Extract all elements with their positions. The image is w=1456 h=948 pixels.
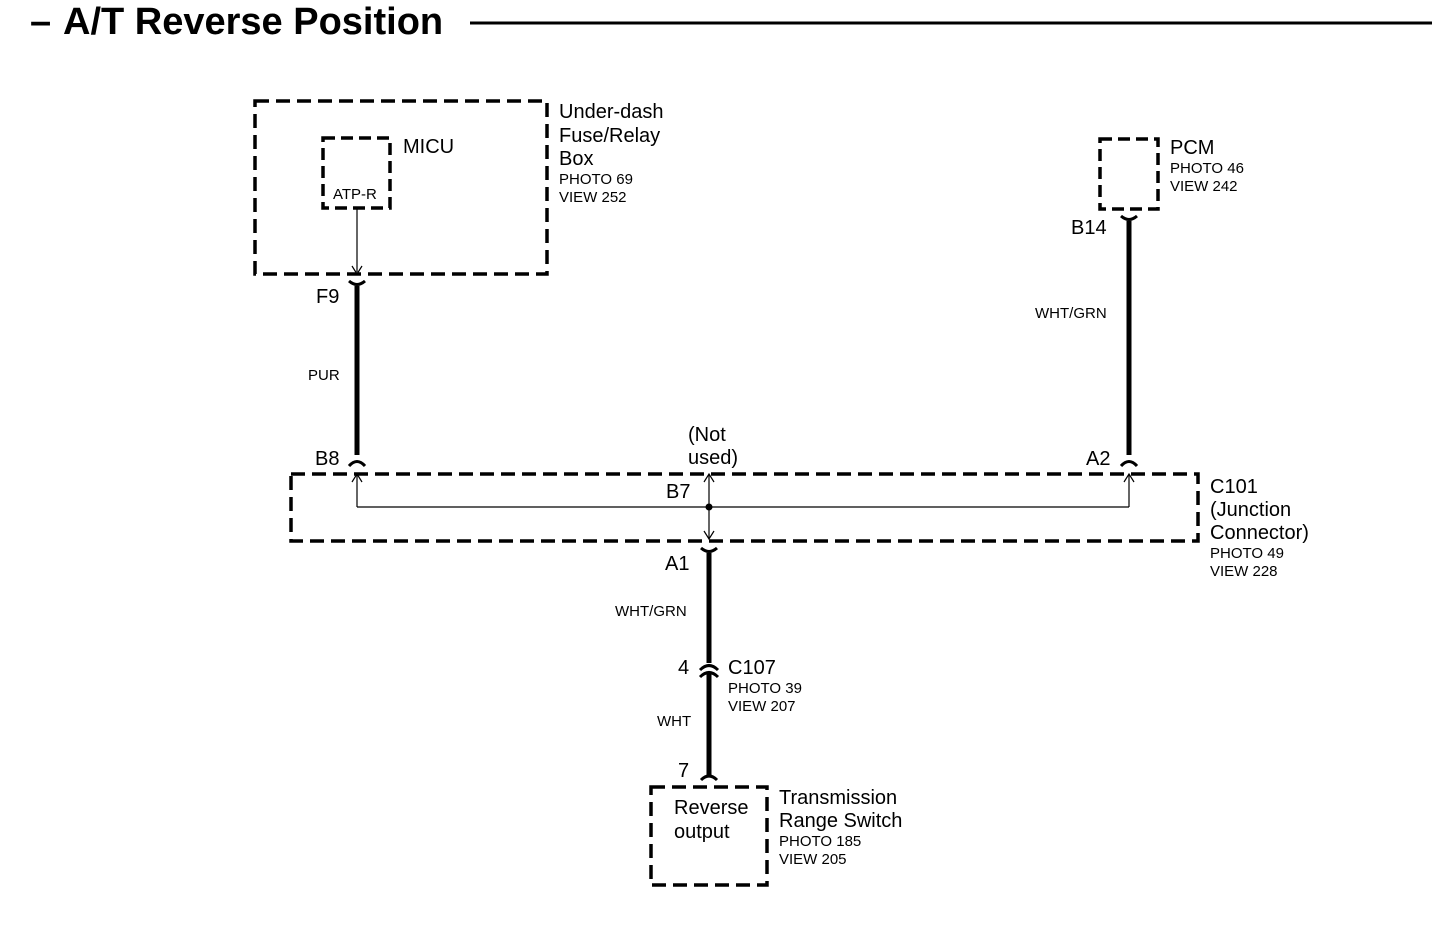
splice-dot	[705, 503, 713, 511]
fuse-box-photo: PHOTO 69	[559, 171, 633, 188]
b8-connector-symbol	[347, 460, 367, 468]
trs-view: VIEW 205	[779, 851, 847, 868]
c107-photo: PHOTO 39	[728, 680, 802, 697]
pin-b8: B8	[315, 448, 339, 470]
c101-label-2: (Junction	[1210, 499, 1291, 521]
f9-connector-symbol	[348, 279, 366, 286]
c101-a1-arrow	[703, 530, 715, 541]
fuse-box-label-1: Under-dash	[559, 101, 664, 123]
p7-connector-symbol	[699, 774, 719, 782]
fuse-box-view: VIEW 252	[559, 189, 627, 206]
fuse-box-label-3: Box	[559, 148, 593, 170]
pin-b14: B14	[1071, 217, 1107, 239]
page-title: A/T Reverse Position	[63, 1, 443, 43]
pcm-view: VIEW 242	[1170, 178, 1238, 195]
micu-label: MICU	[403, 136, 454, 158]
trs-box-outline	[649, 785, 769, 887]
c101-box-outline	[289, 472, 1200, 543]
fuse-box-label-2: Fuse/Relay	[559, 125, 660, 147]
pin-b7: B7	[666, 481, 690, 503]
c101-a2-arrow	[1123, 472, 1135, 483]
fuse-box-outline	[253, 99, 549, 276]
title-dash: –	[30, 1, 51, 43]
trs-label-1: Transmission	[779, 787, 897, 809]
wire-label-pur: PUR	[308, 367, 340, 384]
a1-connector-symbol	[700, 546, 718, 553]
c101-label-1: C101	[1210, 476, 1258, 498]
c101-b7-arrow	[703, 472, 715, 483]
pin-4: 4	[678, 657, 689, 679]
a2-connector-symbol	[1119, 460, 1139, 468]
c101-photo: PHOTO 49	[1210, 545, 1284, 562]
trs-inner-label-2: output	[674, 821, 730, 843]
pcm-photo: PHOTO 46	[1170, 160, 1244, 177]
trs-label-2: Range Switch	[779, 810, 902, 832]
not-used-label-2: used)	[688, 447, 738, 469]
trs-inner-label-1: Reverse	[674, 797, 748, 819]
pin-f9: F9	[316, 286, 339, 308]
pin-a2: A2	[1086, 448, 1110, 470]
pcm-box-outline	[1098, 137, 1160, 211]
b14-connector-symbol	[1120, 214, 1138, 221]
pin-a1: A1	[665, 553, 689, 575]
c101-label-3: Connector)	[1210, 522, 1309, 544]
c107-label: C107	[728, 657, 776, 679]
wire-label-wht-grn-pcm: WHT/GRN	[1035, 305, 1107, 322]
atp-r-label: ATP-R	[333, 186, 377, 203]
wire-label-wht-grn-a1: WHT/GRN	[615, 603, 687, 620]
pcm-label: PCM	[1170, 137, 1214, 159]
wire-label-wht: WHT	[657, 713, 691, 730]
c107-connector-top	[698, 664, 720, 672]
not-used-label-1: (Not	[688, 424, 726, 446]
c101-b8-arrow	[351, 472, 363, 483]
c101-view: VIEW 228	[1210, 563, 1278, 580]
pin-7: 7	[678, 760, 689, 782]
c107-view: VIEW 207	[728, 698, 796, 715]
micu-internal-arrow	[351, 265, 363, 276]
trs-photo: PHOTO 185	[779, 833, 861, 850]
